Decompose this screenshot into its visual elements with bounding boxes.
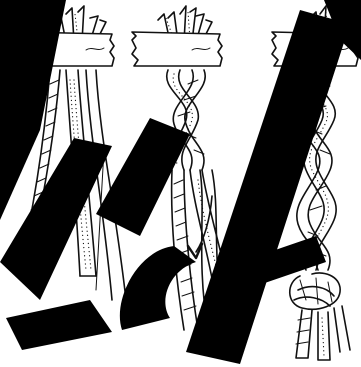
panel-2-braiding-begun [132, 6, 236, 330]
watermark-stroke-c [120, 246, 196, 330]
panel-1-strand-middle [66, 70, 96, 276]
watermark-stroke-i [96, 118, 190, 236]
panel-3-knot [290, 273, 340, 309]
panel-1-strand-left [18, 70, 60, 268]
watermark-stroke-bottom [6, 300, 112, 350]
panel-1-loose-strands [18, 6, 126, 300]
panel-3-braid [297, 70, 336, 270]
panel-1-strand-right [86, 70, 126, 300]
watermark-stroke-t [246, 236, 326, 286]
panel-2-braid-section [167, 70, 206, 170]
panel-3-finished-braid [272, 6, 358, 360]
panel-2-loose-strands [172, 170, 236, 330]
panel-3-tail-ends [296, 306, 350, 360]
